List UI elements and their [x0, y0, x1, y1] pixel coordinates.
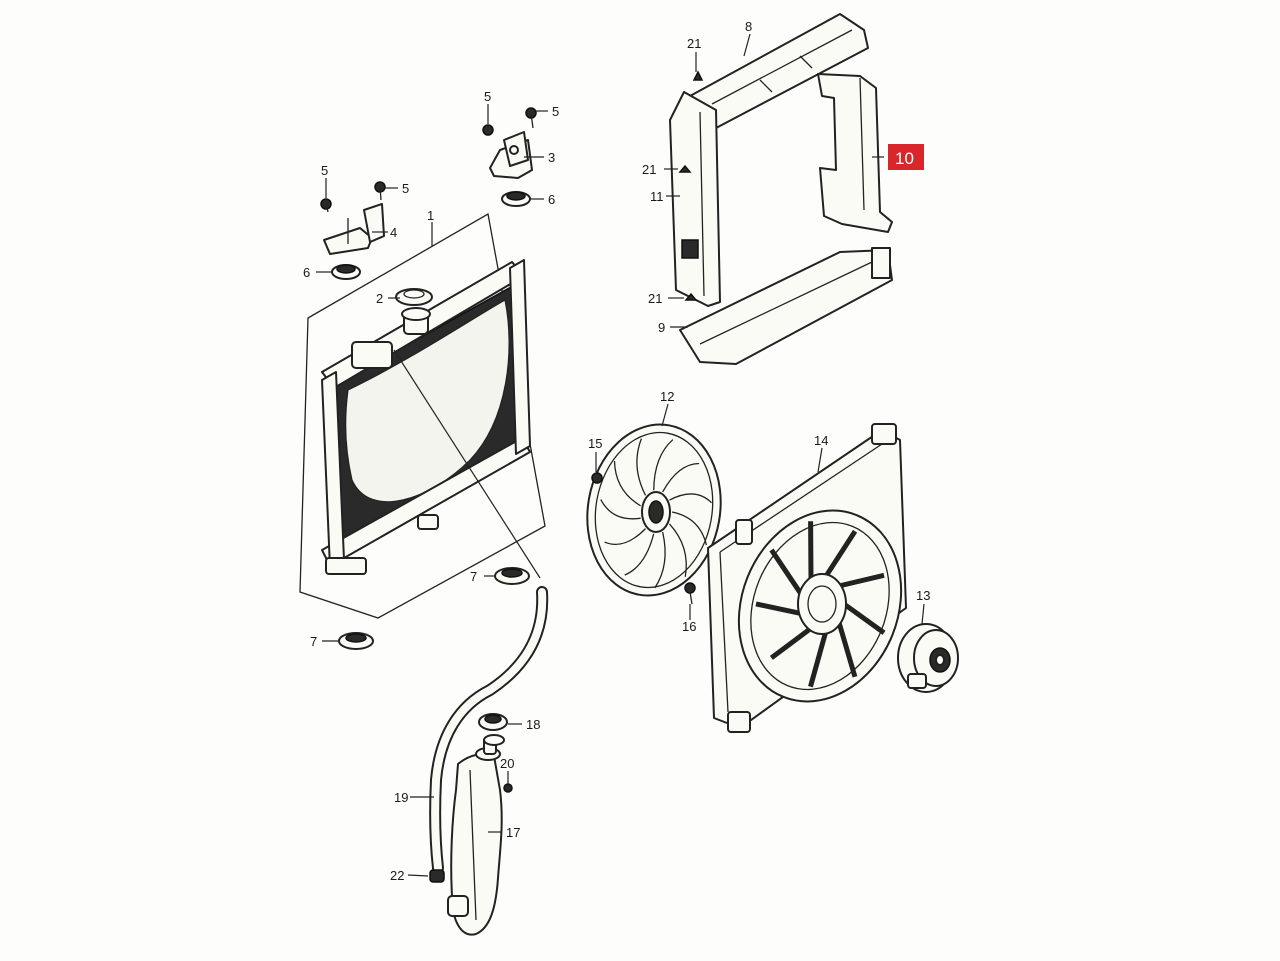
- fan-blade: [668, 523, 687, 577]
- callout-7-upper: 7: [470, 569, 477, 584]
- callout-21-mid: 21: [642, 162, 656, 177]
- callout-22: 22: [390, 868, 404, 883]
- fan-blade: [613, 460, 641, 507]
- callout-5-top-left: 5: [484, 89, 491, 104]
- callout-18: 18: [526, 717, 540, 732]
- side-member-left-part: [669, 91, 721, 307]
- callout-labels: 1 2 3 4 5 5 5 5 6 6 7 7 8 9 11 12 13 14 …: [303, 19, 930, 883]
- callout-19: 19: [394, 790, 408, 805]
- callout-21-bottom: 21: [648, 291, 662, 306]
- callout-13: 13: [916, 588, 930, 603]
- callout-2: 2: [376, 291, 383, 306]
- fan-motor-part: [897, 623, 959, 693]
- shroud-spoke: [769, 548, 804, 596]
- overflow-hose-part: [429, 586, 549, 874]
- callout-11: 11: [650, 189, 664, 204]
- fan-blade: [654, 531, 666, 589]
- reservoir-tank-part: [447, 737, 503, 936]
- highlight-box: [888, 144, 924, 170]
- shroud-spoke: [808, 630, 829, 688]
- side-member-right-part: [817, 73, 893, 233]
- highlight-label: 10: [895, 149, 914, 168]
- fan-blade: [624, 533, 655, 576]
- fan-blade: [662, 462, 700, 493]
- callout-15: 15: [588, 436, 602, 451]
- fan-blade-part: [586, 423, 722, 597]
- callout-17: 17: [506, 825, 520, 840]
- bolt-16-part: [684, 582, 696, 605]
- hose-clamp-part: [429, 869, 445, 883]
- shroud-spoke: [755, 601, 802, 617]
- screw-parts: [678, 70, 704, 301]
- callout-5-left: 5: [321, 163, 328, 178]
- fan-blade: [669, 493, 713, 504]
- reservoir-cap-part: [478, 713, 508, 746]
- bolt-parts: [320, 107, 537, 213]
- callout-21-top: 21: [687, 36, 701, 51]
- callout-1: 1: [427, 208, 434, 223]
- fan-blade: [636, 438, 647, 496]
- callout-6-right: 6: [548, 192, 555, 207]
- fan-blade: [653, 439, 674, 491]
- callout-5-top-right: 5: [552, 104, 559, 119]
- callout-7-lower: 7: [310, 634, 317, 649]
- callout-6-left: 6: [303, 265, 310, 280]
- callout-4: 4: [390, 225, 397, 240]
- nut-part: [591, 472, 603, 484]
- radiator-cap-part: [395, 288, 433, 306]
- callout-16: 16: [682, 619, 696, 634]
- fan-blade: [600, 499, 641, 520]
- shroud-spoke: [769, 626, 813, 660]
- fan-blade: [604, 528, 646, 546]
- radiator-part: [299, 212, 546, 619]
- bracket-right-part: [489, 131, 533, 179]
- bolt-20-part: [503, 783, 513, 793]
- callout-14: 14: [814, 433, 828, 448]
- fan-blade: [671, 511, 708, 546]
- shroud-spoke: [836, 621, 858, 678]
- shroud-spoke: [823, 529, 858, 578]
- shroud-spoke: [842, 601, 886, 635]
- callout-5-mid: 5: [402, 181, 409, 196]
- callout-3: 3: [548, 150, 555, 165]
- fan-shroud-part: [707, 423, 907, 733]
- lower-member-part: [679, 247, 893, 365]
- callout-20: 20: [500, 756, 514, 771]
- callout-12: 12: [660, 389, 674, 404]
- callout-8: 8: [745, 19, 752, 34]
- shroud-spoke: [838, 572, 885, 589]
- bracket-left-part: [323, 203, 385, 255]
- callout-9: 9: [658, 320, 665, 335]
- leader-lines: [316, 33, 925, 877]
- highlight-callout-10: 10: [888, 144, 924, 170]
